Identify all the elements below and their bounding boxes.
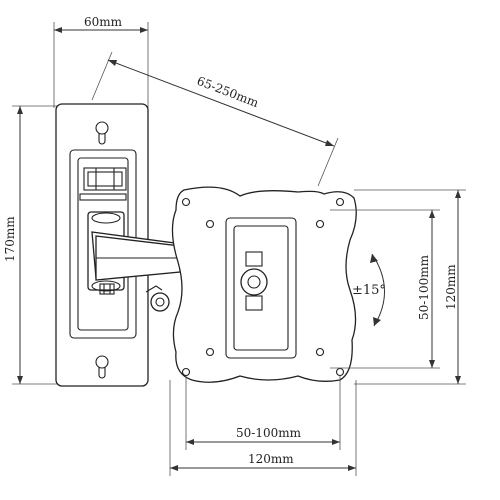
tilt-label: ±15° xyxy=(352,283,386,298)
vesa-hole xyxy=(205,347,215,357)
dim-plate-width: 60mm xyxy=(53,15,149,108)
dim-vesa-horizontal: 50-100mm 120mm xyxy=(169,376,357,476)
vesa-hole xyxy=(315,219,325,229)
vesa-outer-vertical-label: 120mm xyxy=(444,264,458,310)
keyhole-top xyxy=(95,121,109,145)
vesa-hole xyxy=(315,347,325,357)
vesa-inner-vertical-label: 50-100mm xyxy=(417,254,431,320)
tilt-knob xyxy=(240,251,268,311)
plate-width-label: 60mm xyxy=(84,15,123,29)
vesa-hole xyxy=(181,367,191,377)
dim-plate-height: 170mm xyxy=(3,105,92,385)
plate-height-label: 170mm xyxy=(3,216,17,262)
vesa-head-plate xyxy=(171,186,357,383)
vesa-hole xyxy=(205,219,215,229)
tilt-indicator: ±15° xyxy=(352,253,386,327)
vesa-hole xyxy=(181,197,191,207)
vesa-outer-horizontal-label: 120mm xyxy=(248,452,294,466)
vesa-hole xyxy=(335,367,345,377)
keyhole-bottom xyxy=(95,355,109,379)
arm-extension-label: 65-250mm xyxy=(195,74,261,111)
vesa-hole xyxy=(335,197,345,207)
vesa-inner-horizontal-label: 50-100mm xyxy=(236,426,302,440)
dim-vesa-vertical: 50-100mm 120mm xyxy=(330,189,466,385)
swivel-arm xyxy=(87,211,185,312)
